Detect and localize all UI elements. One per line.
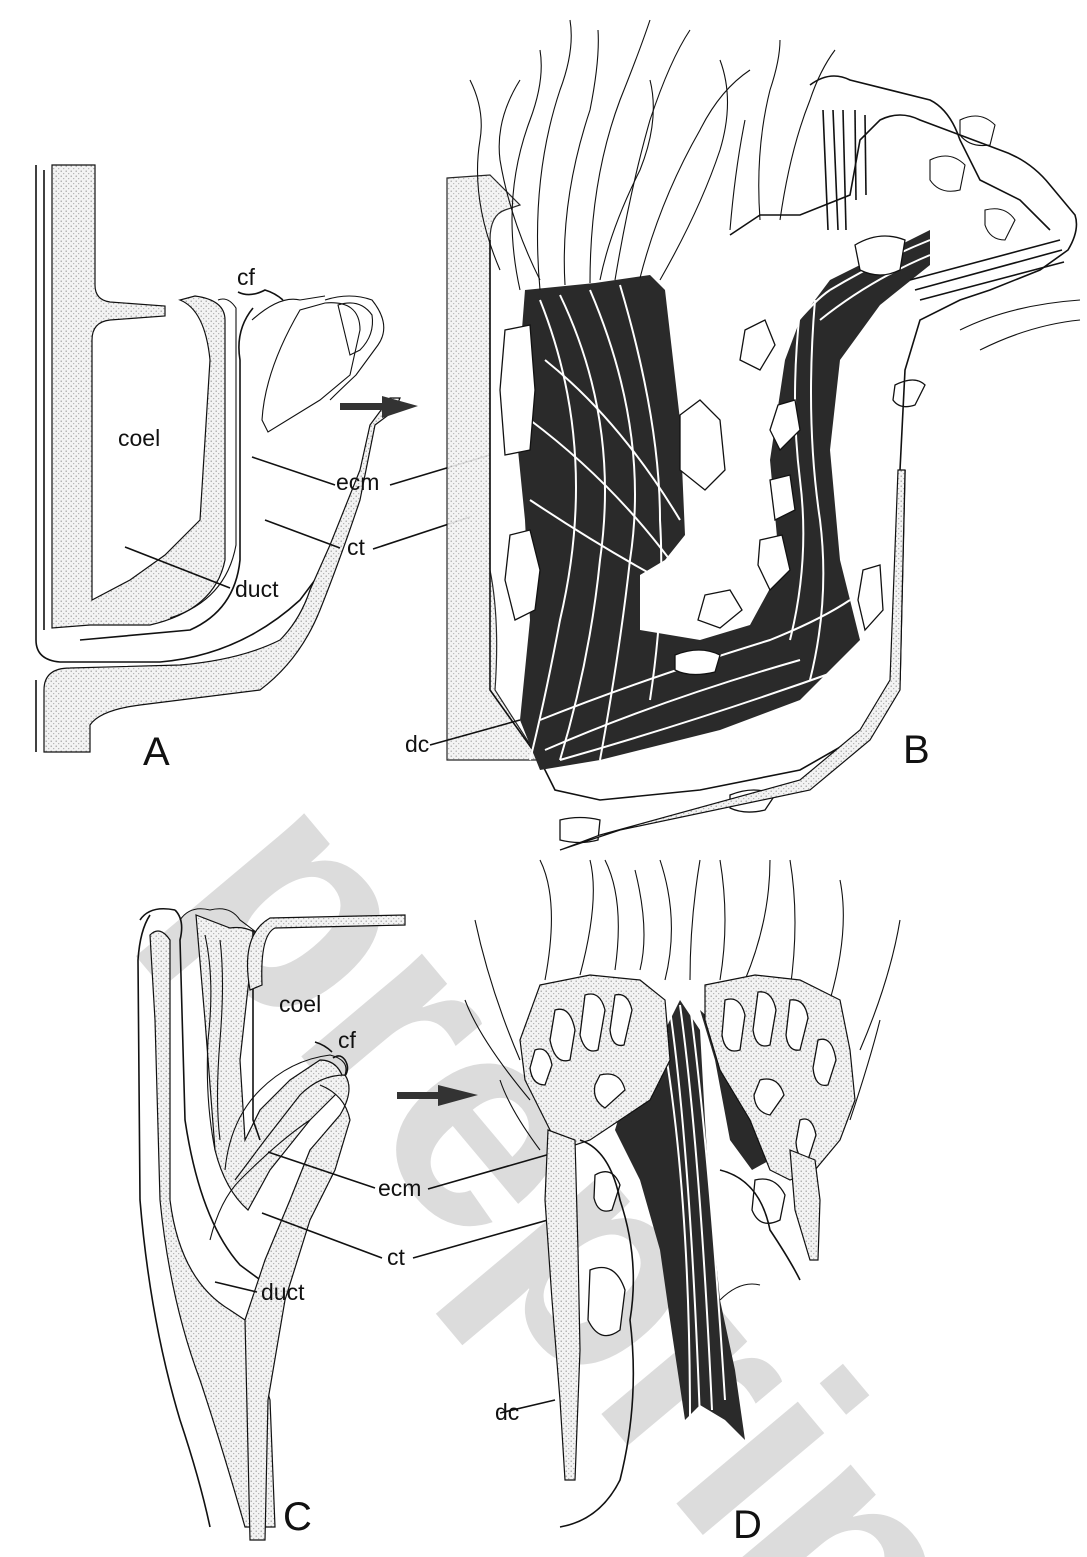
panel-a: cf coel ecm ct duct A	[35, 164, 491, 774]
cilia-d	[464, 859, 901, 1151]
svg-text:coel: coel	[279, 991, 321, 1017]
panel-label-c: C	[283, 1495, 312, 1539]
svg-text:cf: cf	[338, 1027, 357, 1053]
svg-text:cf: cf	[237, 264, 256, 290]
arrow-a-to-b	[340, 396, 418, 418]
cilia-b	[469, 19, 836, 291]
panel-label-d: D	[733, 1503, 762, 1547]
arrow-c-to-d	[397, 1085, 478, 1106]
svg-text:dc: dc	[495, 1399, 519, 1425]
rod-bundles-b	[822, 109, 1081, 351]
panel-label-b: B	[903, 728, 930, 772]
svg-text:coel: coel	[118, 425, 160, 451]
svg-text:duct: duct	[235, 576, 279, 602]
panel-d: dc D	[464, 859, 901, 1547]
svg-text:ct: ct	[387, 1244, 406, 1270]
panel-label-a: A	[143, 730, 170, 774]
lower-cells-d	[559, 1139, 801, 1528]
panel-c: coel cf ecm ct duct C	[137, 907, 558, 1541]
svg-text:ct: ct	[347, 534, 366, 560]
svg-text:duct: duct	[261, 1279, 305, 1305]
svg-text:ecm: ecm	[336, 469, 379, 495]
svg-text:dc: dc	[405, 731, 429, 757]
fiber-strands-b	[529, 239, 931, 761]
fan-cells-d	[519, 974, 856, 1181]
svg-text:ecm: ecm	[378, 1175, 421, 1201]
panel-b: dc B	[405, 19, 1081, 851]
cells-b	[499, 75, 1078, 844]
